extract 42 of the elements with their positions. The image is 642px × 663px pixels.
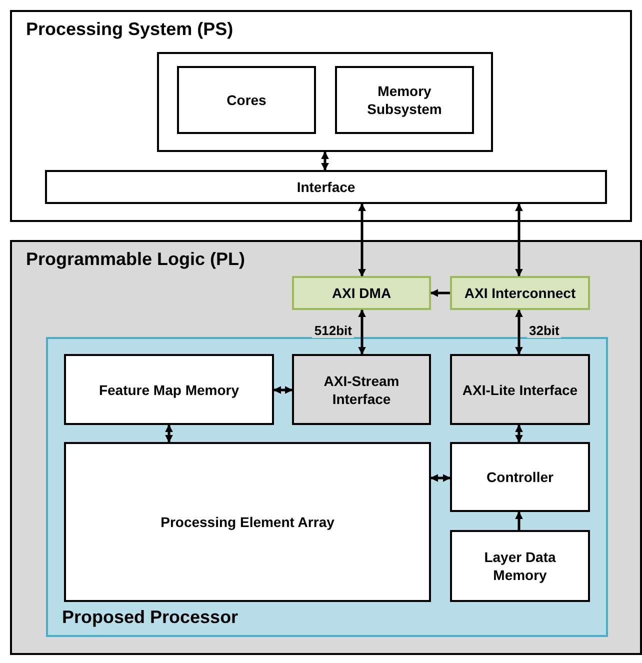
arrow bbox=[358, 203, 366, 277]
block bbox=[64, 442, 431, 602]
panel-title: Proposed Processor bbox=[62, 606, 238, 629]
block bbox=[450, 442, 590, 512]
block bbox=[335, 66, 474, 134]
block-label: Memory Subsystem bbox=[366, 82, 443, 118]
arrow bbox=[321, 151, 329, 171]
block bbox=[10, 240, 642, 655]
block-label: AXI DMA bbox=[330, 284, 392, 302]
block bbox=[177, 66, 316, 134]
arrow bbox=[273, 386, 293, 394]
arrow bbox=[515, 203, 523, 277]
processor-panel bbox=[46, 337, 608, 637]
edge-label: 32bit bbox=[527, 323, 562, 338]
arrow bbox=[165, 424, 173, 443]
block-label: AXI Interconnect bbox=[463, 284, 577, 302]
block bbox=[450, 354, 590, 425]
block-label: Interface bbox=[296, 178, 356, 196]
bus-block bbox=[450, 276, 590, 310]
block bbox=[64, 354, 274, 425]
frame-box bbox=[157, 52, 493, 152]
arrow bbox=[515, 424, 523, 443]
edge-label: 512bit bbox=[312, 323, 354, 338]
arrow bbox=[358, 309, 366, 355]
block-label: Feature Map Memory bbox=[98, 380, 240, 399]
panel-title: Processing System (PS) bbox=[26, 18, 234, 41]
arrow bbox=[430, 474, 451, 482]
block-label: Controller bbox=[486, 468, 554, 486]
block-label: AXI-Stream Interface bbox=[322, 371, 400, 408]
panel-title: Programmable Logic (PL) bbox=[26, 248, 246, 271]
block-label: Layer Data Memory bbox=[483, 548, 557, 584]
block bbox=[292, 354, 431, 425]
bus-block bbox=[292, 276, 431, 310]
block bbox=[450, 530, 590, 602]
block bbox=[45, 170, 607, 204]
system-panel bbox=[10, 10, 632, 222]
arrow bbox=[515, 511, 523, 530]
arrow bbox=[515, 309, 523, 355]
block-label: AXI-Lite Interface bbox=[461, 380, 579, 399]
block-label: Processing Element Array bbox=[160, 512, 336, 532]
block-label: Cores bbox=[226, 90, 268, 110]
arrow bbox=[430, 289, 450, 297]
